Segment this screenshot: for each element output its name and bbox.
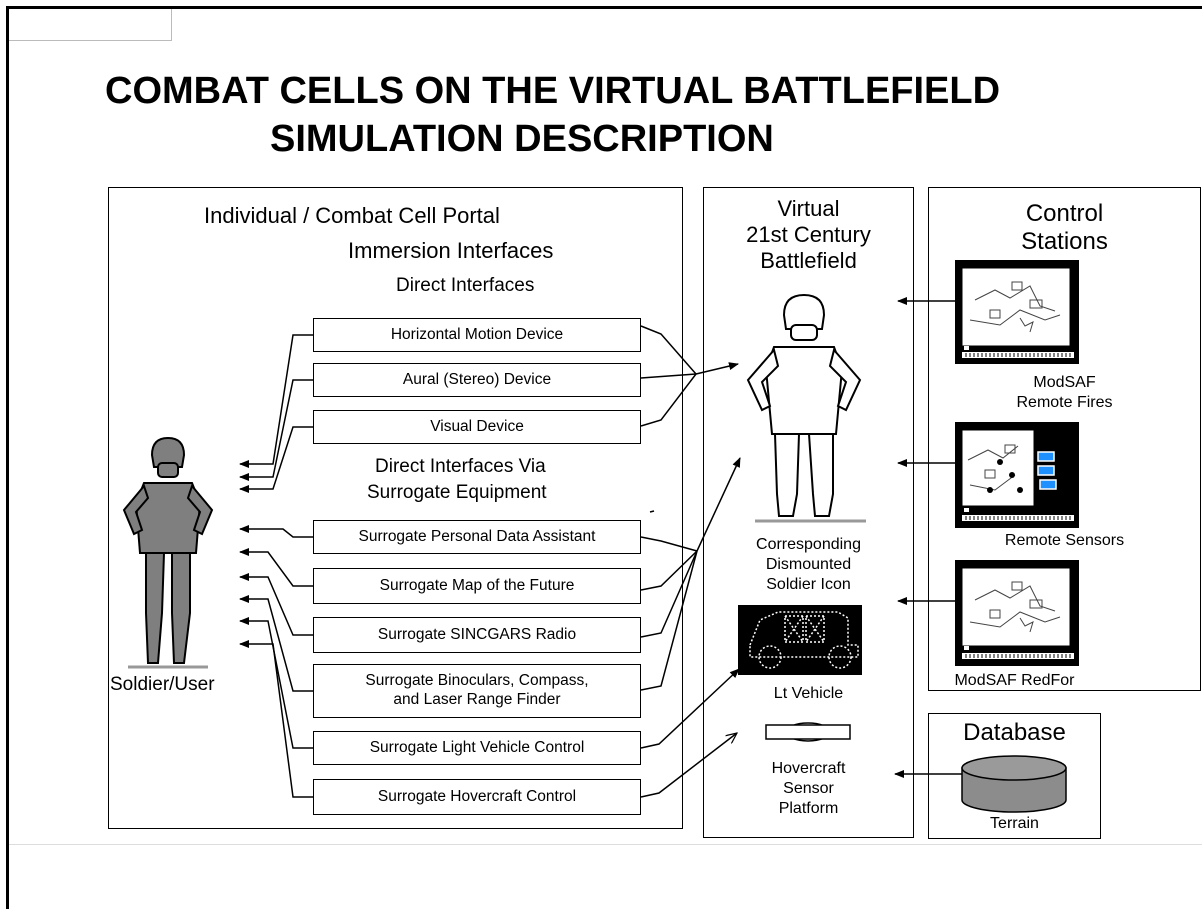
surrogate-map-box: Surrogate Map of the Future	[313, 568, 641, 604]
soldier-user-label: Soldier/User	[110, 674, 215, 695]
hovercraft-icon	[765, 722, 851, 742]
binoculars-line2: and Laser Range Finder	[393, 691, 561, 708]
page-title: COMBAT CELLS ON THE VIRTUAL BATTLEFIELD	[105, 70, 1001, 112]
soldier-user-icon	[122, 436, 214, 664]
virtual-soldier-arrows	[640, 325, 741, 798]
soldier-icon-label-1: Corresponding	[756, 536, 861, 553]
visual-device-box: Visual Device	[313, 410, 641, 444]
slide-frame	[6, 6, 1202, 909]
aural-device-box: Aural (Stereo) Device	[313, 363, 641, 397]
battlefield-heading-3: Battlefield	[760, 248, 857, 273]
surrogate-pda-box: Surrogate Personal Data Assistant	[313, 520, 641, 554]
control-monitor-3	[955, 560, 1079, 666]
portal-panel	[108, 187, 683, 829]
database-heading: Database	[963, 719, 1066, 746]
surrogate-vehicle-box: Surrogate Light Vehicle Control	[313, 731, 641, 765]
surrogate-radio-box: Surrogate SINCGARS Radio	[313, 617, 641, 653]
control-monitor-1	[955, 260, 1079, 364]
battlefield-panel	[703, 187, 914, 838]
immersion-heading: Immersion Interfaces	[348, 238, 554, 263]
control-arrows	[894, 297, 962, 778]
direct-interfaces-heading: Direct Interfaces	[396, 275, 535, 296]
hovercraft-label-3: Platform	[778, 800, 839, 817]
horizontal-motion-device-box: Horizontal Motion Device	[313, 318, 641, 352]
corner-tab	[9, 9, 172, 41]
page-subtitle: SIMULATION DESCRIPTION	[270, 118, 774, 160]
left-input-arrows	[239, 334, 313, 798]
lt-vehicle-label: Lt Vehicle	[773, 685, 844, 702]
battlefield-heading-1: Virtual	[777, 196, 840, 221]
surrogate-heading-1: Direct Interfaces Via	[375, 456, 546, 477]
portal-heading: Individual / Combat Cell Portal	[204, 203, 500, 228]
surrogate-heading-2: Surrogate Equipment	[367, 482, 547, 503]
control-heading-1: Control	[1025, 200, 1104, 227]
surrogate-hovercraft-box: Surrogate Hovercraft Control	[313, 779, 641, 815]
surrogate-binoculars-box: Surrogate Binoculars, Compass, and Laser…	[313, 664, 641, 718]
terrain-label: Terrain	[990, 815, 1039, 832]
soldier-icon-label-3: Soldier Icon	[766, 576, 851, 593]
hovercraft-label-2: Sensor	[783, 780, 834, 797]
station3-label: ModSAF RedFor	[954, 672, 1075, 689]
binoculars-line1: Surrogate Binoculars, Compass,	[365, 672, 589, 690]
battlefield-heading-2: 21st Century	[746, 222, 871, 247]
control-stations-panel	[928, 187, 1201, 691]
virtual-soldier-icon	[746, 293, 862, 517]
database-panel	[928, 713, 1101, 839]
database-cylinder-icon	[961, 755, 1067, 813]
station2-label: Remote Sensors	[1004, 532, 1125, 549]
lt-vehicle-icon	[738, 605, 862, 675]
stray-mark	[649, 510, 655, 513]
control-heading-2: Stations	[1021, 228, 1108, 255]
soldier-icon-label-2: Dismounted	[765, 556, 852, 573]
hovercraft-label-1: Hovercraft	[771, 760, 846, 777]
footer-divider	[9, 844, 1202, 845]
station1-label-1: ModSAF	[1033, 374, 1096, 391]
station1-label-2: Remote Fires	[1016, 394, 1113, 411]
control-monitor-2	[955, 422, 1079, 528]
